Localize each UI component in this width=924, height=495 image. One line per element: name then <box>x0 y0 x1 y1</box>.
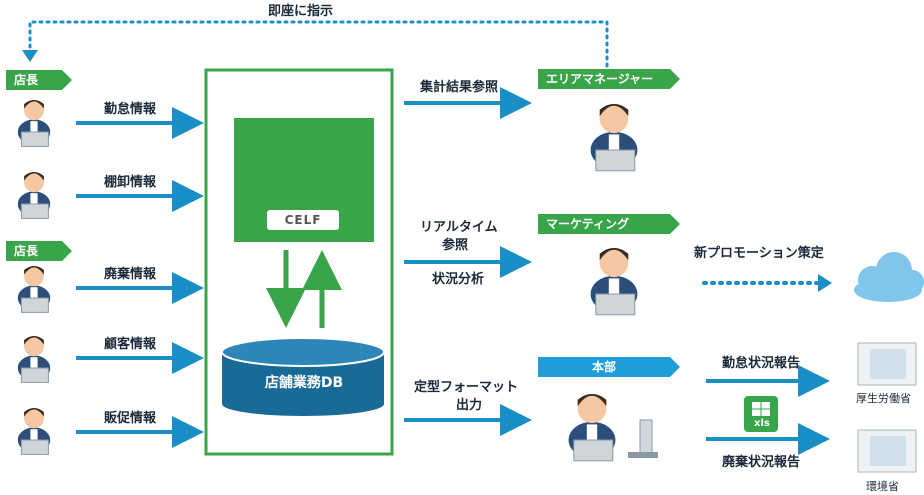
area-manager-icon <box>590 103 638 172</box>
disposal-report-label: 廃棄状況報告 <box>722 455 801 470</box>
database-label: 店舗業務DB <box>264 375 344 391</box>
marketing-tag: マーケティング <box>538 214 680 234</box>
store-staff-icon-5 <box>17 408 51 455</box>
promo-dotted-arrow <box>702 274 832 292</box>
store-staff-icon-1 <box>17 100 51 147</box>
celf-label: CELF <box>267 210 339 230</box>
output-label: 出力 <box>456 398 483 413</box>
store-staff-icon-3 <box>17 266 51 313</box>
store-staff-icon-4 <box>17 336 51 383</box>
area-manager-tag: エリアマネージャー <box>538 69 680 89</box>
attendance-report-label: 勤怠状況報告 <box>722 356 801 371</box>
cloud-icon <box>854 252 924 302</box>
instruction-loop <box>22 20 609 68</box>
input-label-promotion: 販促情報 <box>104 411 157 426</box>
input-label-customer: 顧客情報 <box>104 337 157 352</box>
system-frame <box>204 68 394 456</box>
manager-icons <box>568 103 638 462</box>
headquarters-tag: 本部 <box>538 357 680 377</box>
headquarters-staff-icon <box>568 393 616 462</box>
marketing-icon <box>590 247 638 316</box>
database-cylinder <box>221 337 385 416</box>
aggregate-view-label: 集計結果参照 <box>420 80 499 95</box>
building-icon-1 <box>857 342 917 386</box>
input-label-attendance: 勤怠情報 <box>104 102 157 117</box>
store-staff-icon-2 <box>17 172 51 219</box>
sync-arrows <box>266 250 342 328</box>
ministry-health-label: 厚生労働省 <box>856 392 911 405</box>
output-arrows <box>404 87 830 455</box>
ministry-environment-label: 環境省 <box>866 480 899 493</box>
building-icon-2 <box>857 429 917 473</box>
format-output-label: 定型フォーマット <box>414 380 519 395</box>
store-staff-icons <box>17 100 51 455</box>
input-arrows <box>76 107 204 448</box>
store-manager-tag-2: 店長 <box>6 241 72 261</box>
analysis-label: 状況分析 <box>432 272 485 287</box>
realtime-label: リアルタイム <box>420 220 498 235</box>
reference-label: 参照 <box>442 238 469 253</box>
monitor-icon <box>628 419 658 458</box>
spreadsheet-icon <box>744 396 778 432</box>
new-promotion-label: 新プロモーション策定 <box>694 246 824 261</box>
instruction-label: 即座に指示 <box>268 4 334 19</box>
input-label-disposal: 廃棄情報 <box>104 267 157 282</box>
xls-badge: xls <box>754 418 770 429</box>
input-label-inventory: 棚卸情報 <box>104 175 157 190</box>
store-manager-tag-1: 店長 <box>6 70 72 90</box>
